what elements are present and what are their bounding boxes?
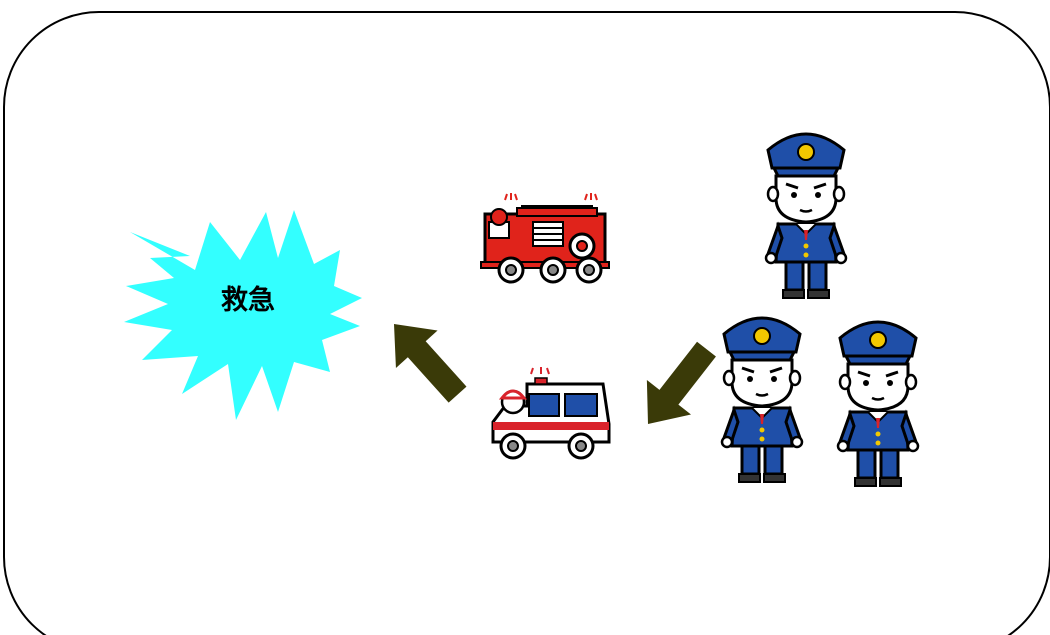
police-officer-icon: [764, 132, 848, 300]
arrow-to-emergency: [373, 305, 479, 414]
burst-label: 救急: [221, 284, 275, 316]
arrow-to-ambulance: [625, 331, 729, 442]
police-officer-icon: [836, 320, 920, 488]
diagram-frame: [3, 11, 1050, 635]
ambulance-icon: [491, 367, 611, 460]
emergency-burst: 救急: [124, 210, 362, 420]
police-officer-icon: [720, 316, 804, 484]
burst-shape: [124, 210, 362, 420]
fire-engine-icon: [480, 193, 610, 284]
